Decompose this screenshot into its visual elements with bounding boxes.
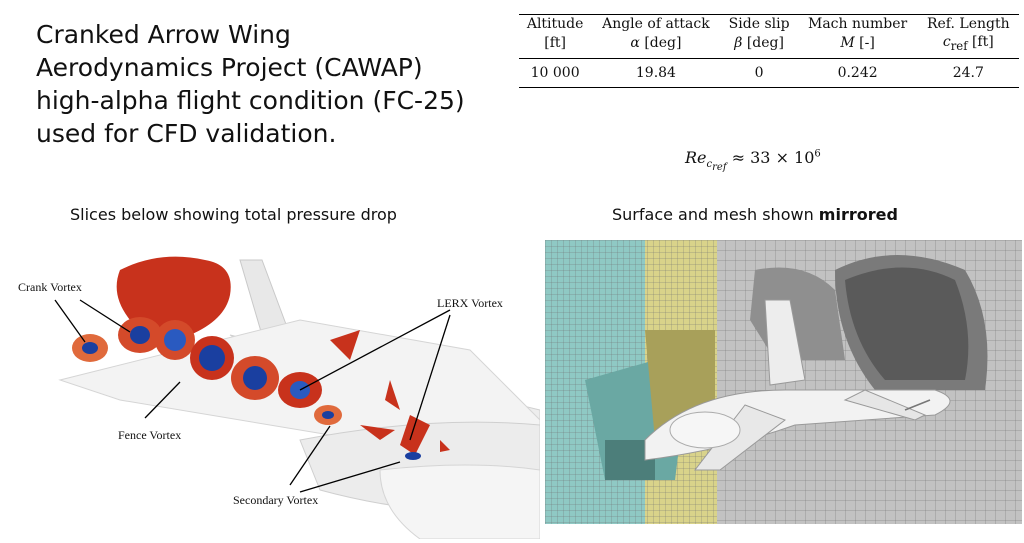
unit-text: [ft] (544, 35, 566, 52)
fence-vortex-label: Fence Vortex (118, 428, 182, 442)
lerx-vortex-label: LERX Vortex (437, 296, 503, 310)
re-exp: 6 (814, 148, 821, 160)
table-cell: 24.7 (917, 58, 1019, 88)
unit-text: [-] (859, 35, 875, 52)
heading-line: Cranked Arrow Wing (36, 20, 291, 49)
table-row: 10 000 19.84 0 0.242 24.7 (519, 58, 1019, 88)
table-cell: 0.242 (797, 58, 918, 88)
col-unit: [ft] (519, 33, 592, 59)
re-sub-c: c (706, 159, 713, 171)
col-header: Side slip (720, 14, 798, 33)
col-header: Mach number (797, 14, 918, 33)
unit-text: [deg] (644, 35, 682, 52)
right-caption: Surface and mesh shown mirrored (612, 205, 898, 224)
re-symbol: Re (685, 148, 707, 167)
secondary-vortex-label: Secondary Vortex (233, 493, 319, 507)
crank-vortex-label: Crank Vortex (18, 280, 82, 294)
heading-line: high-alpha flight condition (FC-25) (36, 86, 465, 115)
symbol-alpha: α (630, 35, 640, 52)
heading: Cranked Arrow Wing Aerodynamics Project … (36, 18, 506, 150)
symbol-c: c (942, 34, 951, 50)
flight-condition-table: Altitude Angle of attack Side slip Mach … (519, 14, 1019, 88)
heading-line: used for CFD validation. (36, 119, 337, 148)
col-header: Altitude (519, 14, 592, 33)
col-header: Ref. Length (917, 14, 1019, 33)
cfd-pressure-slices-image: Crank Vortex LERX Vortex Fence Vortex Se… (0, 240, 541, 540)
table-cell: 0 (720, 58, 798, 88)
re-sub-ref: ref (712, 162, 727, 174)
re-value: ≈ 33 × 10 (731, 148, 815, 167)
col-unit: β [deg] (720, 33, 798, 59)
unit-text: [deg] (746, 35, 784, 52)
reynolds-number: Recref ≈ 33 × 106 (685, 148, 821, 173)
aircraft-wing-render (54, 256, 541, 540)
left-caption: Slices below showing total pressure drop (70, 205, 397, 224)
aircraft-surface (644, 299, 951, 471)
symbol-sub: ref (950, 38, 968, 53)
heading-line: Aerodynamics Project (CAWAP) (36, 53, 423, 82)
col-unit: α [deg] (591, 33, 721, 59)
table-cell: 19.84 (591, 58, 721, 88)
symbol-mach: M (840, 35, 855, 52)
col-header: Angle of attack (591, 14, 721, 33)
unit-text: [ft] (971, 34, 994, 50)
right-caption-bold: mirrored (818, 205, 898, 224)
table-cell: 10 000 (519, 58, 592, 88)
symbol-beta: β (734, 35, 743, 52)
col-unit: cref [ft] (917, 33, 1019, 59)
col-unit: M [-] (797, 33, 918, 59)
mesh-surface-image (545, 240, 1022, 524)
mesh-render (545, 240, 1022, 524)
right-caption-text: Surface and mesh shown (612, 205, 819, 224)
